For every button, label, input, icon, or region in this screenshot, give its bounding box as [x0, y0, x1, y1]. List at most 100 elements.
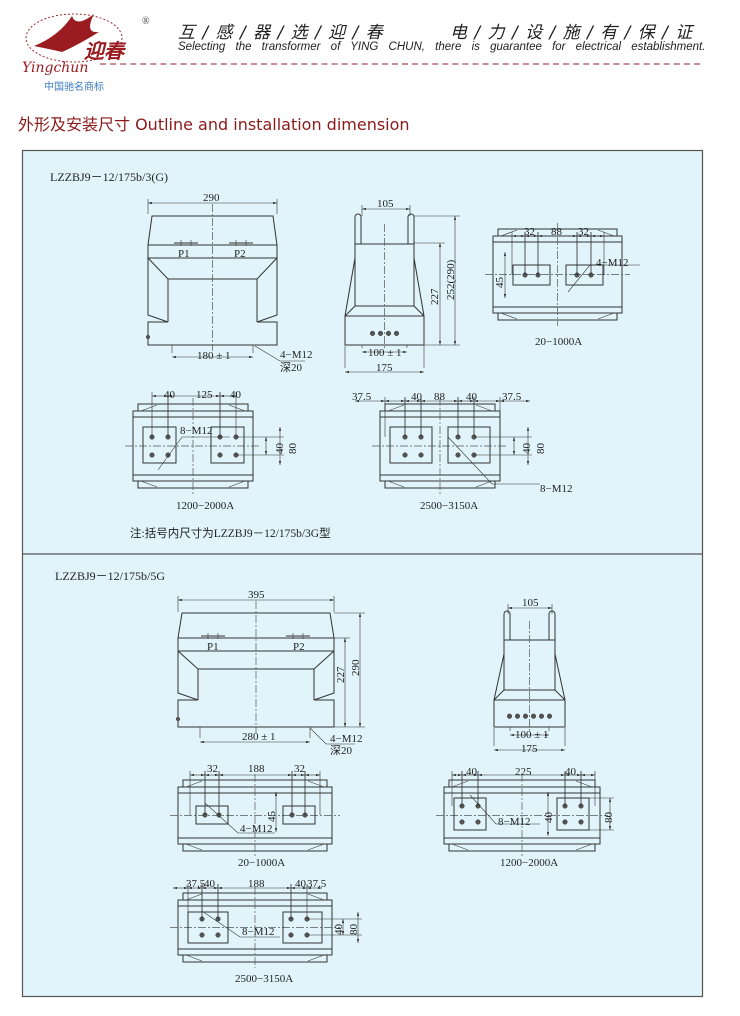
dim-label: 40 [333, 924, 345, 936]
model-title-1: LZZBJ9－12/175b/3(G) [50, 170, 168, 184]
terminal-label-p1: P1 [178, 248, 190, 260]
dim-label: 40 [521, 443, 533, 455]
leader-line [567, 264, 640, 293]
outline-line [575, 780, 593, 788]
thread-label: 4−M12 [280, 349, 312, 361]
dim-label: 32 [294, 763, 305, 775]
bolt-hole [217, 452, 223, 458]
outline-line [554, 689, 566, 701]
dim-label: 40 [565, 766, 577, 778]
leader-line [204, 802, 275, 834]
bolt-hole [506, 713, 513, 719]
outline-line [256, 258, 278, 323]
swallow-icon [34, 14, 99, 52]
depth-label: 深20 [280, 361, 302, 374]
dim-label: 105 [522, 597, 539, 609]
bolt-hole [562, 819, 568, 825]
dim-label: 37.5 [186, 878, 206, 890]
bolt-hole [215, 932, 221, 938]
outline-line [475, 480, 493, 488]
terminal-plate [210, 426, 245, 464]
terminal-plate [565, 264, 604, 286]
slogan-english: Selecting the transformer of YING CHUN, … [178, 41, 706, 53]
dim-label: 88 [551, 226, 563, 238]
dim-label: 37.5 [352, 391, 372, 403]
dim-label: 45 [266, 811, 278, 823]
terminal-plate [453, 797, 487, 831]
bolt-hole [288, 932, 294, 938]
leader-line [309, 727, 355, 745]
dim-label: 37.5 [307, 878, 327, 890]
outline-line [413, 257, 425, 317]
outline-line [500, 229, 518, 237]
dim-label: 225 [515, 766, 532, 778]
drawing-panel [21, 149, 704, 998]
bolt-hole [475, 819, 481, 825]
dim-label: 180 ± 1 [197, 350, 231, 362]
outline-line [185, 893, 203, 901]
outline-line [307, 780, 325, 788]
dim-label: 125 [196, 389, 213, 401]
dim-label: 40 [543, 812, 555, 824]
outline-line [344, 257, 356, 317]
dim-label: 32 [207, 763, 218, 775]
leader-line [157, 436, 230, 471]
current-range-label: 2500−3150A [420, 500, 478, 512]
terminal-plate [512, 264, 551, 286]
dim-label: 227 [429, 288, 441, 305]
ground-terminal [145, 334, 151, 340]
bolt-hole [402, 452, 408, 458]
dim-label: 175 [376, 362, 393, 374]
dim-label: 37.5 [502, 391, 522, 403]
trademark-text: 中国驰名商标 [44, 82, 104, 93]
terminal-plate [447, 426, 491, 464]
logo-script: Yingchun [22, 60, 88, 76]
leader-line [254, 345, 305, 362]
dim-label: 40 [295, 878, 307, 890]
thread-label: 4−M12 [596, 257, 628, 269]
dim-label: 280 ± 1 [242, 731, 276, 743]
dim-label: 395 [248, 589, 265, 601]
depth-label: 深20 [330, 744, 352, 757]
outline-line [185, 954, 203, 962]
terminal-plate [195, 805, 229, 825]
bolt-hole [546, 713, 553, 719]
footnote: 注:括号内尺寸为LZZBJ9－12/175b/3G型 [130, 526, 331, 540]
slogan-chinese-2: 电 / 力 / 设 / 施 / 有 / 保 / 证 [450, 23, 694, 43]
dim-label: 175 [521, 743, 538, 755]
outline-line [228, 480, 246, 488]
registered-mark: ® [142, 16, 150, 27]
outline-line [307, 893, 325, 901]
dim-label: 40 [411, 391, 423, 403]
dim-label: 40 [204, 878, 216, 890]
dim-label: 40 [230, 389, 242, 401]
dim-label: 290 [350, 659, 362, 676]
thread-label: 8−M12 [540, 483, 572, 495]
bolt-hole [149, 452, 155, 458]
outline-line [475, 404, 493, 412]
thread-label: 8−M12 [498, 816, 530, 828]
terminal-label-p2: P2 [234, 248, 246, 260]
page-title: 外形及安装尺寸 Outline and installation dimensi… [18, 115, 410, 134]
header-divider [100, 63, 700, 65]
dim-label: 40 [466, 766, 478, 778]
slogan-chinese-1: 互 / 感 / 器 / 选 / 迎 / 春 [178, 23, 384, 43]
dim-label: 80 [535, 443, 547, 455]
outline-line [451, 780, 469, 788]
bolt-hole [165, 452, 171, 458]
current-range-label: 20−1000A [535, 336, 582, 348]
leader-line [201, 910, 280, 938]
dim-label: 80 [348, 924, 360, 936]
dim-label: 188 [248, 763, 265, 775]
outline-line [451, 843, 469, 851]
terminal-plate [282, 911, 323, 944]
terminal-plate [282, 805, 316, 825]
ground-terminal [175, 716, 181, 722]
bolt-hole [377, 330, 384, 336]
outline-line [597, 229, 615, 237]
bolt-hole [514, 713, 521, 719]
primary-post [354, 213, 362, 244]
dim-label: 40 [466, 391, 478, 403]
outline-line [140, 404, 158, 412]
dim-label: 88 [434, 391, 446, 403]
